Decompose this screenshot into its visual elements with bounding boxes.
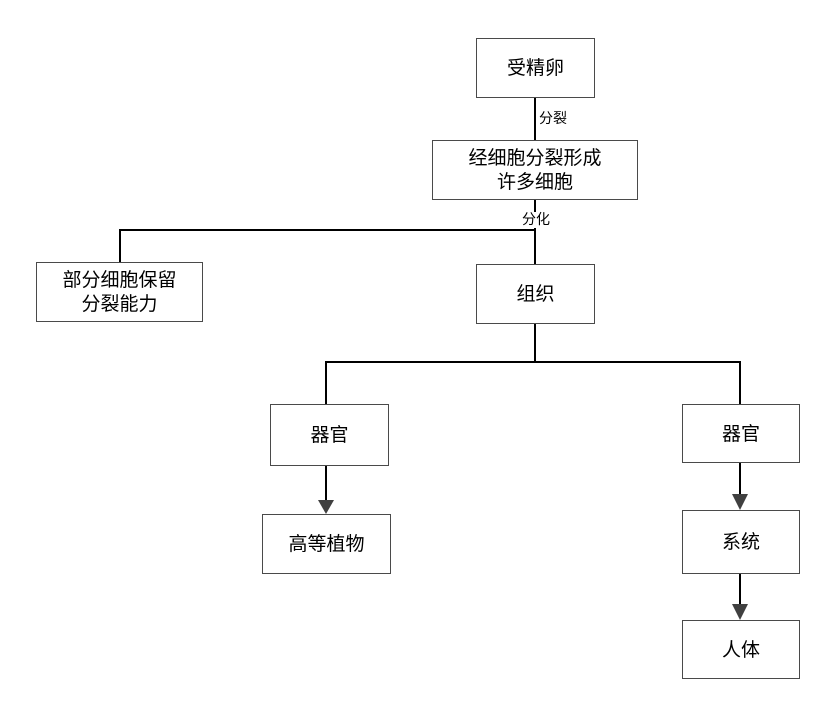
node-zygote: 受精卵: [476, 38, 595, 98]
node-system: 系统: [682, 510, 800, 574]
edge-label-differentiation: 分化: [520, 212, 552, 228]
edge-branch-retain: [119, 229, 535, 262]
node-organ-left-text: 器官: [310, 424, 349, 446]
edge-label-division: 分裂: [537, 111, 569, 127]
node-human: 人体: [682, 620, 800, 679]
node-organ-right-text: 器官: [721, 422, 760, 445]
node-tissue-text: 组织: [516, 283, 555, 305]
node-zygote-text: 受精卵: [506, 57, 564, 79]
node-retain: 部分细胞保留 分裂能力: [36, 262, 203, 322]
node-plant-text: 高等植物: [288, 533, 365, 555]
node-retain-line2: 分裂能力: [81, 293, 158, 315]
node-cells: 经细胞分裂形成 许多细胞: [432, 140, 638, 200]
node-retain-line1: 部分细胞保留: [62, 269, 177, 291]
node-organ-right: 器官: [682, 404, 800, 463]
arrowhead-plant: [318, 500, 334, 514]
node-organ-left: 器官: [270, 404, 389, 466]
arrowhead-system: [732, 494, 748, 510]
arrowhead-human: [732, 604, 748, 620]
node-tissue: 组织: [476, 264, 595, 324]
node-cells-line1: 经细胞分裂形成: [468, 147, 602, 169]
node-system-text: 系统: [721, 531, 760, 553]
edge-branch-right-organ: [535, 361, 741, 404]
node-cells-line2: 许多细胞: [496, 171, 573, 193]
node-human-text: 人体: [721, 638, 760, 661]
edge-branch-left-organ: [325, 361, 535, 404]
node-plant: 高等植物: [262, 514, 391, 574]
